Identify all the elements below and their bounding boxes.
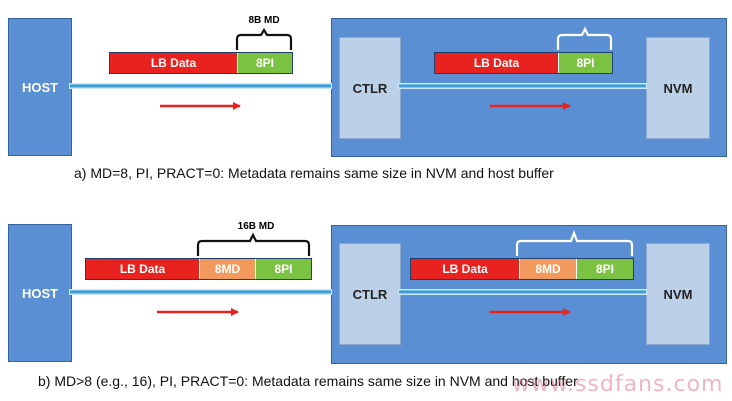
host-block-a: HOST	[8, 18, 72, 156]
nvm-block-b: NVM	[646, 243, 710, 345]
md-size-label: 8B MD	[248, 15, 280, 26]
lb-data-segment: LB Data	[411, 259, 519, 279]
md-brace	[515, 229, 634, 256]
caption-a: a) MD=8, PI, PRACT=0: Metadata remains s…	[74, 165, 554, 181]
nvm-bus-b	[399, 290, 646, 294]
lb-data-segment: LB Data	[110, 53, 237, 73]
ctlr-block-a: CTLR	[339, 37, 401, 139]
host-bus-b	[70, 290, 331, 294]
pi-segment: 8PI	[255, 259, 311, 279]
md-segment: 8MD	[199, 259, 255, 279]
ctlr-label: CTLR	[352, 286, 388, 302]
md-brace	[196, 232, 311, 256]
caption-b: b) MD>8 (e.g., 16), PI, PRACT=0: Metadat…	[38, 373, 578, 389]
watermark-text: www.ssdfans.com	[512, 372, 724, 397]
nvm-block-a: NVM	[646, 37, 710, 139]
ctlr-block-b: CTLR	[339, 243, 401, 345]
host-label: HOST	[21, 79, 59, 95]
md-size-label: 16B MD	[556, 212, 594, 223]
host-side-packet-b: LB Data 8MD 8PI	[85, 258, 312, 280]
md-brace	[556, 26, 613, 50]
md-segment: 8MD	[519, 259, 576, 279]
host-bus-a	[70, 84, 331, 88]
lb-data-segment: LB Data	[435, 53, 558, 73]
host-side-packet-a: LB Data 8PI	[109, 52, 293, 74]
pi-segment: 8PI	[237, 53, 292, 73]
md-size-label: 8B MD	[569, 6, 601, 17]
host-label: HOST	[21, 285, 59, 301]
pi-segment: 8PI	[576, 259, 633, 279]
nvm-bus-a	[399, 84, 646, 88]
md-size-label: 16B MD	[237, 221, 275, 232]
lb-data-segment: LB Data	[86, 259, 199, 279]
ctlr-label: CTLR	[352, 80, 388, 96]
pi-segment: 8PI	[558, 53, 612, 73]
md-brace	[235, 27, 293, 50]
nvm-label: NVM	[663, 80, 693, 96]
nvm-side-packet-b: LB Data 8MD 8PI	[410, 258, 634, 280]
nvm-side-packet-a: LB Data 8PI	[434, 52, 613, 74]
host-block-b: HOST	[8, 224, 72, 362]
nvm-label: NVM	[663, 286, 693, 302]
